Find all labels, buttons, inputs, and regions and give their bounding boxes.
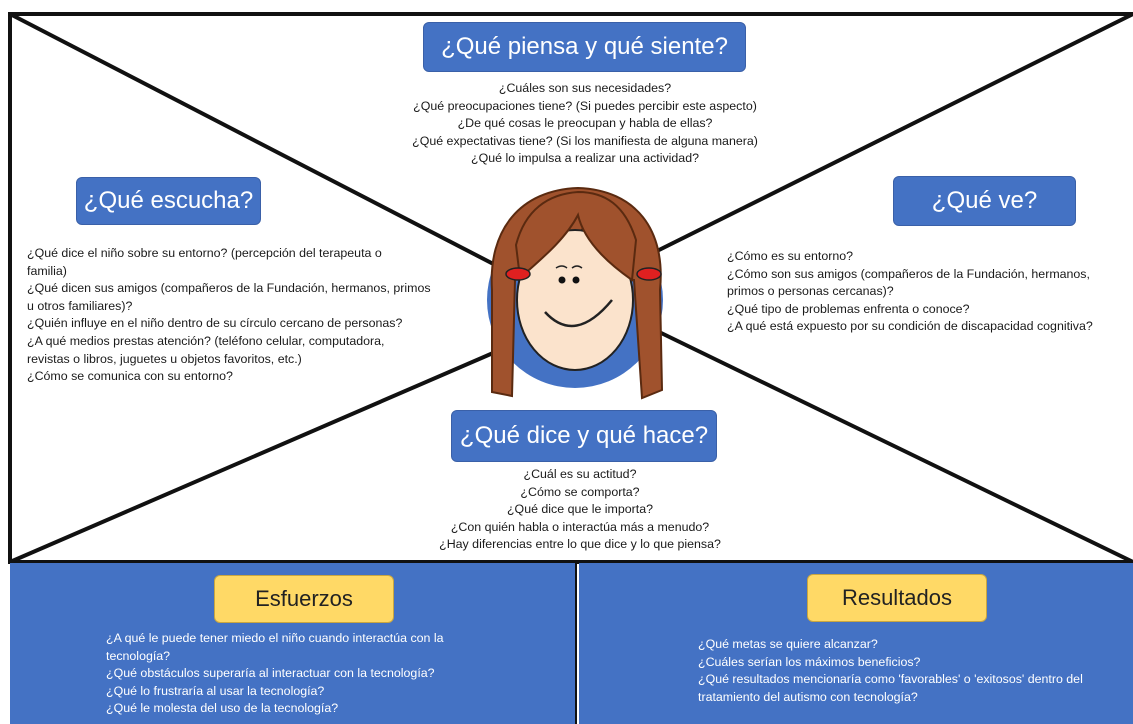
question-line: ¿Cómo se comunica con su entorno? (27, 369, 233, 384)
question-line: familia) (27, 263, 67, 278)
question-line: ¿Qué dice que le importa? (506, 502, 653, 517)
question-line: ¿Qué dicen sus amigos (compañeros de la … (27, 281, 431, 296)
smile (544, 299, 613, 328)
diagonal-bottom-right (654, 328, 1133, 564)
efforts-title: Esfuerzos (214, 575, 394, 623)
sees-title: ¿Qué ve? (893, 176, 1076, 226)
question-line: ¿Qué preocupaciones tiene? (Si puedes pe… (413, 98, 757, 113)
question-line: ¿Cómo es su entorno? (727, 249, 854, 263)
says-does-title: ¿Qué dice y qué hace? (451, 410, 717, 462)
hears-title: ¿Qué escucha? (76, 177, 261, 225)
question-line: ¿Cómo son sus amigos (compañeros de la F… (727, 266, 1090, 281)
sees-questions: ¿Cómo es su entorno? ¿Cómo son sus amigo… (727, 248, 1127, 336)
question-line: revistas o libros, juguetes u objetos fa… (27, 351, 302, 366)
thinks-feels-questions: ¿Cuáles son sus necesidades? ¿Qué preocu… (380, 80, 790, 168)
question-line: ¿A qué está expuesto por su condición de… (727, 319, 1093, 334)
question-line: ¿Qué lo impulsa a realizar una actividad… (471, 151, 699, 166)
hair-tie-left (505, 267, 531, 281)
diagonal-bottom-left (9, 348, 501, 564)
question-line: tecnología? (106, 648, 171, 663)
question-line: ¿Qué resultados mencionaría como 'favora… (698, 672, 1083, 687)
question-line: tratamiento del autismo con tecnología? (698, 689, 918, 704)
question-line: ¿A qué le puede tener miedo el niño cuan… (106, 631, 444, 645)
results-title: Resultados (807, 574, 987, 622)
efforts-questions: ¿A qué le puede tener miedo el niño cuan… (106, 630, 566, 718)
question-line: ¿Qué expectativas tiene? (Si los manifie… (412, 133, 758, 148)
question-line: ¿Quién influye en el niño dentro de su c… (27, 316, 403, 331)
diagonal-top-left (9, 12, 506, 272)
hair-fringe (514, 190, 638, 282)
question-line: ¿Cuáles son sus necesidades? (498, 81, 672, 95)
question-line: ¿Qué le molesta del uso de la tecnología… (106, 701, 339, 716)
question-line: ¿Cuál es su actitud? (523, 467, 637, 481)
question-line: ¿Qué tipo de problemas enfrenta o conoce… (727, 301, 970, 316)
question-line: ¿Qué lo frustraría al usar la tecnología… (106, 683, 325, 698)
question-line: ¿Qué metas se quiere alcanzar? (698, 637, 878, 651)
question-line: ¿Cómo se comporta? (520, 484, 640, 499)
question-line: ¿A qué medios prestas atención? (teléfon… (27, 333, 385, 348)
question-line: ¿Qué obstáculos superaría al interactuar… (106, 666, 435, 681)
question-line: primos o personas cercanas)? (727, 284, 894, 299)
girl-face-icon (487, 186, 664, 400)
question-line: ¿Con quién habla o interactúa más a menu… (450, 519, 710, 534)
map-frame (8, 12, 1133, 564)
hair-tie-right (636, 267, 662, 281)
says-does-questions: ¿Cuál es su actitud? ¿Cómo se comporta? … (400, 466, 760, 554)
question-line: ¿De qué cosas le preocupan y habla de el… (457, 116, 713, 131)
diagonal-top-right (654, 12, 1133, 254)
question-line: ¿Hay diferencias entre lo que dice y lo … (439, 537, 721, 552)
left-eye (558, 276, 566, 284)
hears-questions: ¿Qué dice el niño sobre su entorno? (per… (27, 245, 477, 386)
face (516, 229, 634, 371)
results-questions: ¿Qué metas se quiere alcanzar? ¿Cuáles s… (698, 636, 1118, 706)
question-line: ¿Cuáles serían los máximos beneficios? (698, 654, 921, 669)
question-line: u otros familiares)? (27, 298, 133, 313)
thinks-feels-title: ¿Qué piensa y qué siente? (423, 22, 746, 72)
question-line: ¿Qué dice el niño sobre su entorno? (per… (27, 246, 382, 260)
right-eye (572, 276, 580, 284)
